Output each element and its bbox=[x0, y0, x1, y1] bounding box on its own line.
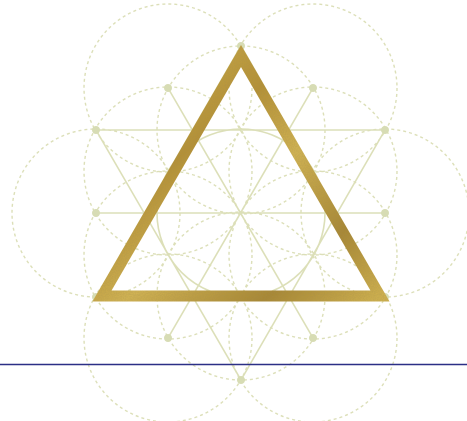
node-dot bbox=[92, 209, 100, 217]
node-dot bbox=[164, 334, 172, 342]
node-dot bbox=[92, 126, 100, 134]
node-dot bbox=[381, 126, 389, 134]
node-dot bbox=[381, 209, 389, 217]
node-dot bbox=[164, 84, 172, 92]
node-dot bbox=[309, 84, 317, 92]
node-dot bbox=[237, 376, 245, 384]
node-dot bbox=[309, 334, 317, 342]
